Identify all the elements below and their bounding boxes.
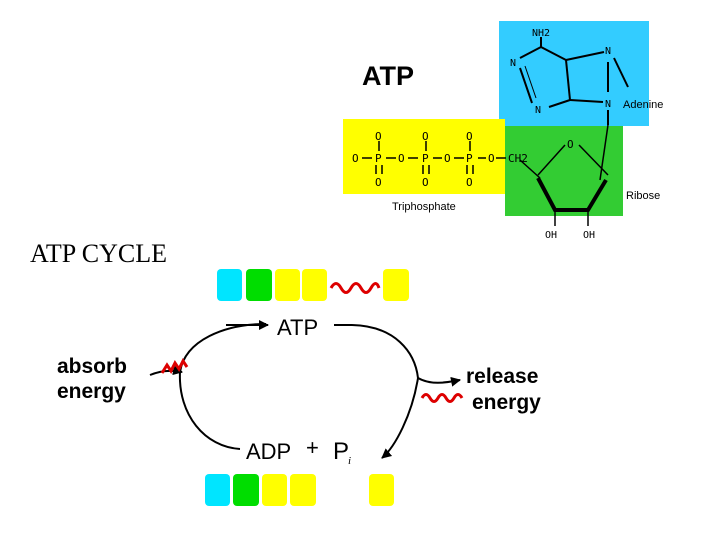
phosphate-o-bottom-1: O [375,176,382,189]
atp-adenine-block [217,269,242,301]
hydroxyl-label-2: OH [583,230,595,241]
adp-label: ADP [246,439,291,464]
phosphate-chain [362,141,506,174]
plus-sign: + [306,435,319,460]
atp-phosphate-block-1 [275,269,300,301]
slide-title: ATP CYCLE [30,239,167,268]
phosphate-label: P [333,438,349,465]
cycle-atp-label: ATP [277,315,318,340]
phosphate-o-top-1: O [375,130,382,143]
left-lower-arc [178,371,241,450]
atp-ribose-block [246,269,272,301]
cycle-arrows [149,320,461,459]
phosphate-o-top-2: O [422,130,429,143]
absorb-branch [149,365,183,376]
ch2-label: CH2 [508,152,528,165]
hydroxyl-label-1: OH [545,230,557,241]
adp-phosphate-block-1 [262,474,287,506]
adp-phosphate-block-2 [290,474,316,506]
absorb-label-line2: energy [57,380,126,403]
adenine-n-1: N [510,58,516,69]
phosphate-o-left: O [352,152,359,165]
adp-adenine-block [205,474,230,506]
adenine-label: Adenine [623,99,663,111]
adp-ribose-block [233,474,259,506]
ribose-label: Ribose [626,190,660,202]
nh2-label: NH2 [532,28,550,39]
phosphate-o-bridge-3: O [488,152,495,165]
triphosphate-label: Triphosphate [392,201,456,213]
phosphate-p-2: P [422,152,429,165]
right-arc [351,324,419,379]
atp-phosphate-block-2 [302,269,327,301]
release-label-line1: release [466,365,538,388]
structure-heading: ATP [362,61,414,91]
phosphate-o-bridge-2: O [444,152,451,165]
ribose-ring [519,110,609,226]
release-energy-squiggle [420,393,464,403]
adenine-background [499,21,649,126]
high-energy-bond-squiggle [329,282,381,294]
atp-structure-diagram: ATP NH2 N N N N Adenine [343,21,663,241]
adenine-n-4: N [605,99,611,110]
absorb-label-line1: absorb [57,355,127,378]
top-arc-arrow [179,323,267,373]
atp-blocks [217,269,409,301]
adenine-n-3: N [535,105,541,116]
adp-blocks [205,474,394,506]
phosphate-subscript: i [348,455,351,467]
phosphate-o-top-3: O [466,130,473,143]
phosphate-o-bridge-1: O [398,152,405,165]
ribose-o: O [567,138,574,151]
phosphate-p-1: P [375,152,382,165]
adenine-n-2: N [605,46,611,57]
atp-phosphate-block-3 [383,269,409,301]
absorb-energy-squiggle [160,358,189,374]
adenine-rings [519,37,629,108]
phosphate-background [343,119,505,194]
free-phosphate-block [369,474,394,506]
right-lower-arc [381,377,419,459]
phosphate-atoms: O O O O P O P O P O O O O CH2 [352,130,528,189]
phosphate-p-3: P [466,152,473,165]
phosphate-o-bottom-3: O [466,176,473,189]
phosphate-o-bottom-2: O [422,176,429,189]
release-label-line2: energy [472,391,541,414]
release-branch [417,376,461,387]
